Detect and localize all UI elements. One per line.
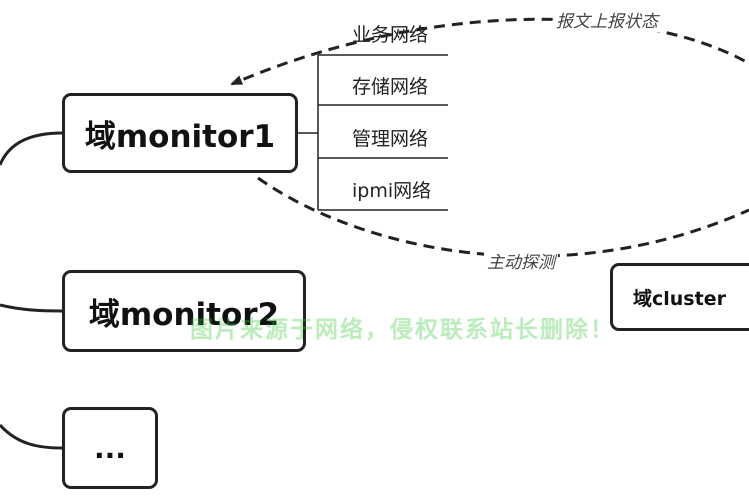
watermark-text: 图片来源于网络，侵权联系站长删除！: [190, 317, 615, 343]
node-cluster: 域cluster: [610, 263, 749, 331]
edge-label-report-status: 报文上报状态: [553, 7, 661, 32]
report-status-arrow: [230, 17, 749, 86]
network-label-storage: 存储网络: [352, 76, 429, 98]
left-connectors: [0, 131, 63, 450]
edge-label-active-probe: 主动探测: [484, 248, 558, 273]
network-bracket: [298, 54, 448, 211]
node-monitor-more: ...: [62, 407, 158, 489]
network-label-business: 业务网络: [352, 24, 429, 46]
node-monitor2: 域monitor2: [62, 270, 306, 352]
node-monitor1: 域monitor1: [62, 93, 298, 173]
active-probe-arrow: [257, 176, 749, 258]
network-label-ipmi: ipmi网络: [352, 180, 432, 202]
network-label-management: 管理网络: [352, 128, 429, 150]
